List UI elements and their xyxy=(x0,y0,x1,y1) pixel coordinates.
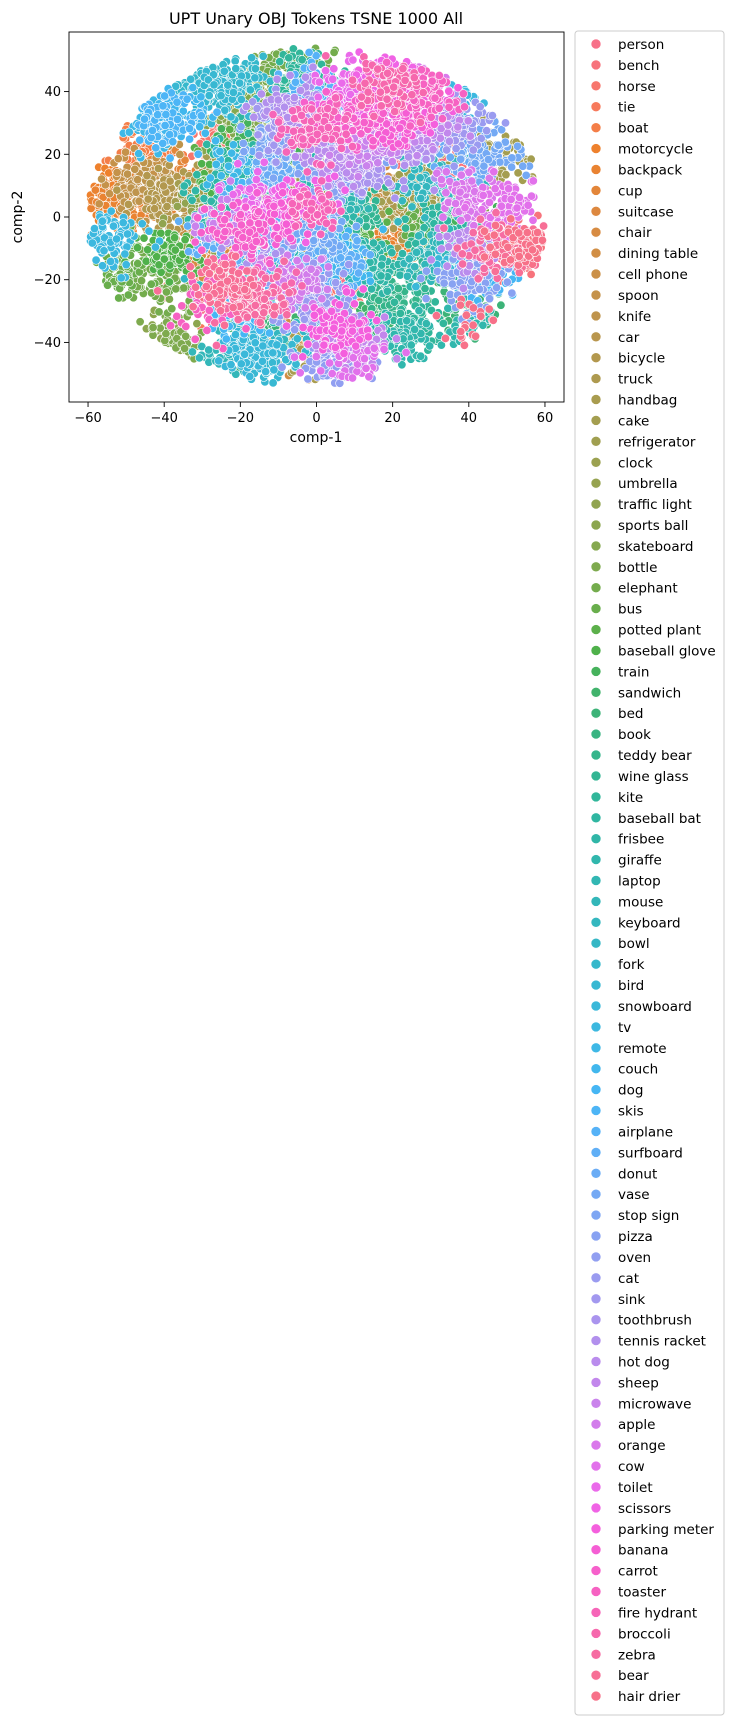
data-point xyxy=(103,280,113,290)
data-point xyxy=(123,169,133,179)
data-point xyxy=(137,276,147,286)
data-point xyxy=(192,319,202,329)
data-point xyxy=(162,202,172,212)
data-point xyxy=(150,204,160,214)
data-point xyxy=(172,201,182,211)
data-point xyxy=(175,150,185,160)
data-point xyxy=(165,176,175,186)
data-point xyxy=(148,322,158,332)
data-point xyxy=(141,256,151,266)
data-point xyxy=(134,196,144,206)
data-point xyxy=(197,159,207,169)
scatter-points xyxy=(86,43,549,388)
data-point xyxy=(123,290,133,300)
data-point xyxy=(180,343,190,353)
data-point xyxy=(135,317,145,327)
data-point xyxy=(180,235,190,245)
data-point xyxy=(329,47,339,57)
data-point xyxy=(167,304,177,314)
data-point xyxy=(94,199,104,209)
data-point xyxy=(130,164,140,174)
data-point xyxy=(133,259,143,269)
data-point xyxy=(154,307,164,317)
data-point xyxy=(156,228,166,238)
data-point xyxy=(145,179,155,189)
data-point xyxy=(170,233,180,243)
data-point xyxy=(121,147,131,157)
data-point xyxy=(171,284,181,294)
data-point xyxy=(113,154,123,164)
data-point xyxy=(152,252,162,262)
data-point xyxy=(159,254,169,264)
data-point xyxy=(146,279,156,289)
chart-title: UPT Unary OBJ Tokens TSNE 1000 All xyxy=(169,9,463,28)
data-point xyxy=(162,287,172,297)
data-point xyxy=(142,171,152,181)
data-point xyxy=(179,283,189,293)
data-point xyxy=(143,194,153,204)
data-point xyxy=(139,233,149,243)
data-point xyxy=(143,245,153,255)
data-point xyxy=(526,269,536,279)
data-point xyxy=(156,267,166,277)
data-point xyxy=(133,175,143,185)
data-point xyxy=(112,185,122,195)
data-point xyxy=(112,168,122,178)
data-point xyxy=(181,331,191,341)
data-point xyxy=(170,245,180,255)
data-point xyxy=(153,164,163,174)
data-point xyxy=(97,174,107,184)
data-point xyxy=(158,219,168,229)
data-point xyxy=(501,170,511,180)
data-point xyxy=(114,293,124,303)
data-point xyxy=(384,206,394,216)
data-point xyxy=(123,199,133,209)
data-point xyxy=(133,243,143,253)
data-point xyxy=(90,185,100,195)
data-point xyxy=(164,277,174,287)
